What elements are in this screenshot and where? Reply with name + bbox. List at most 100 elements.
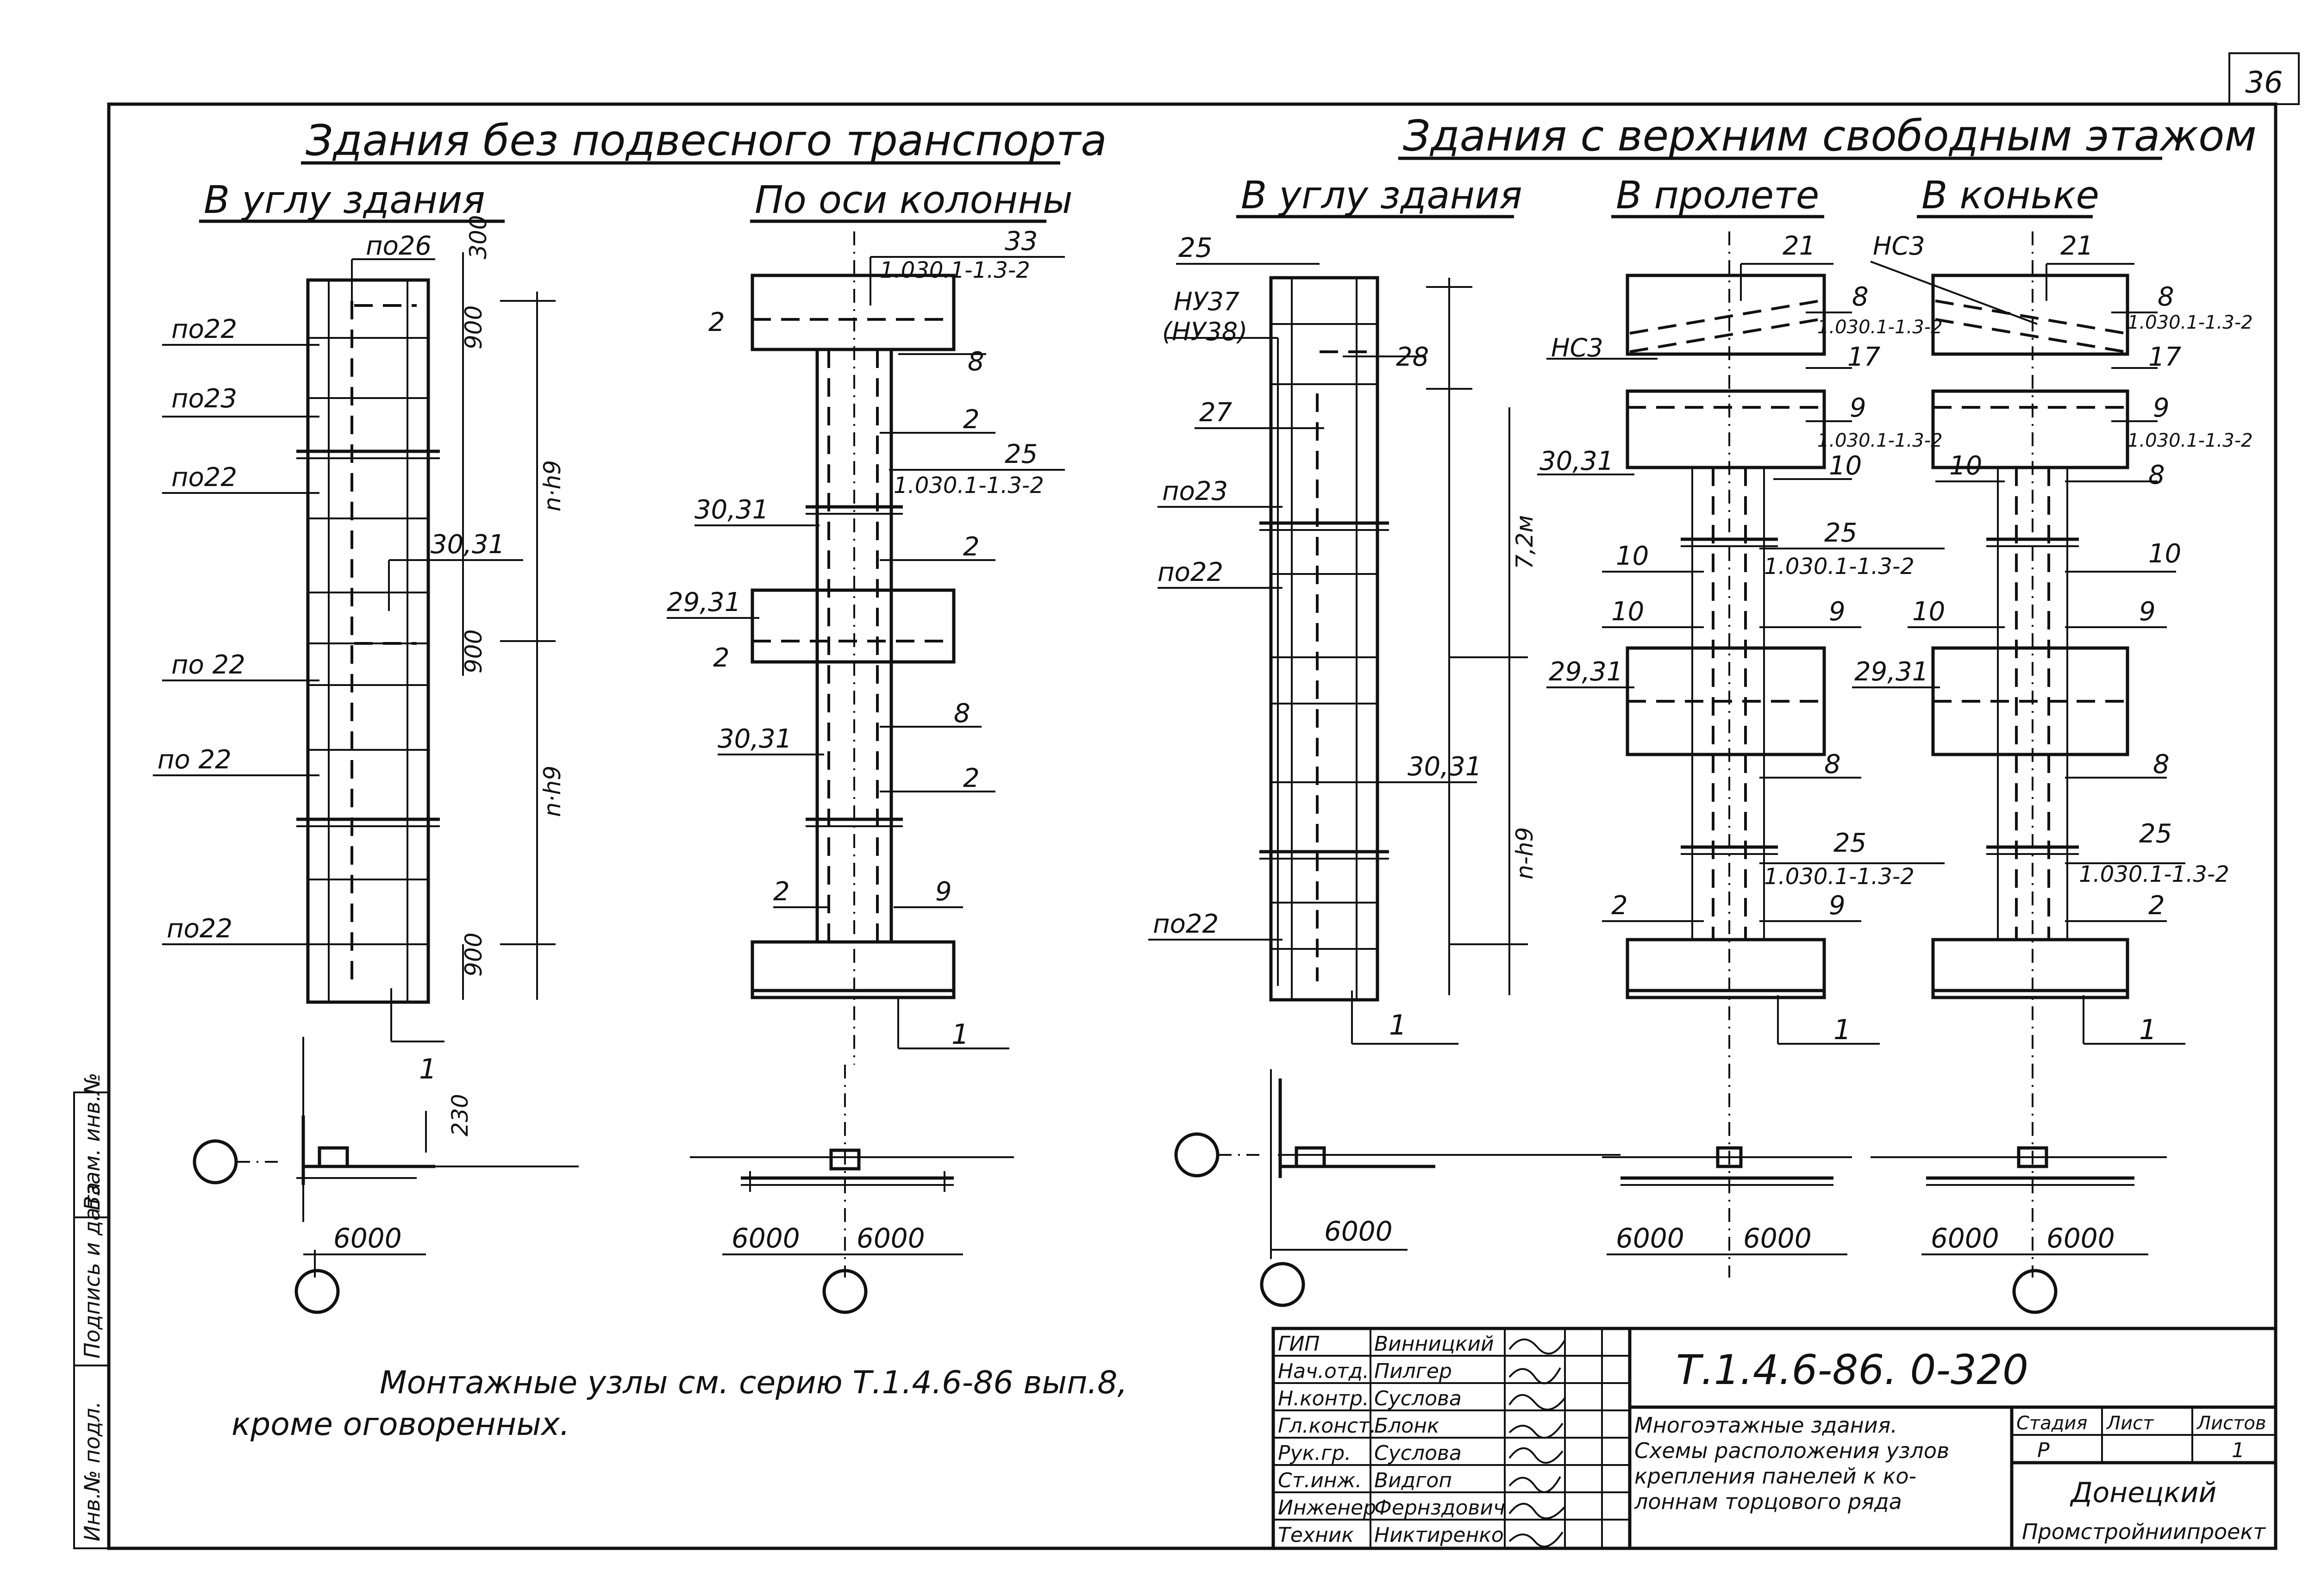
label-p023-a: по23 <box>171 384 237 414</box>
label-2-a2: 2 <box>963 405 980 435</box>
label-ns3-b: НС3 <box>1873 231 1925 261</box>
org-line1: Донецкий <box>2070 1477 2217 1509</box>
label-p022-b2: по22 <box>1153 909 1219 939</box>
label-9-c2: 9 <box>2139 597 2156 627</box>
label-10-d: 10 <box>1949 451 1982 481</box>
label-9-b2: 9 <box>1829 597 1846 627</box>
sheet-number-box <box>2228 52 2300 105</box>
label-25-c: 25 <box>1824 518 1857 548</box>
stage-value: Р <box>2037 1439 2050 1462</box>
label-2931-c: 29,31 <box>1854 657 1928 687</box>
stamp-inv: Инв.№ подл. <box>80 1401 105 1541</box>
series-span-1: 1.030.1-1.3-2 <box>1817 317 1943 338</box>
role-4: Рук.гр. <box>1278 1441 1351 1465</box>
dim-6000-b1: 6000 <box>1324 1216 1393 1247</box>
dim-900-a3: 900 <box>460 933 487 977</box>
heading-a-axis: По оси колонны <box>755 178 1073 222</box>
org-line2: Промстройниипроект <box>2022 1519 2266 1544</box>
heading-group-a: Здания без подвесного транспорта <box>306 116 1107 165</box>
label-2-b1: 2 <box>1611 891 1628 921</box>
dim-300-a1: 300 <box>465 215 492 259</box>
heading-group-b: Здания с верхним свободным этажом <box>1403 111 2257 161</box>
label-1-c: 1 <box>2139 1014 2157 1046</box>
name-2: Суслова <box>1374 1387 1462 1410</box>
title-line3: крепления панелей к ко- <box>1634 1464 1916 1489</box>
col-sheet: Лист <box>2106 1413 2154 1434</box>
elevation-b-ridge <box>1852 231 2185 1065</box>
name-0: Винницкий <box>1374 1332 1494 1356</box>
dim-6000-a2: 6000 <box>732 1222 800 1254</box>
sheet-number: 36 <box>2245 66 2283 100</box>
note-line2: кроме оговоренных. <box>232 1406 570 1443</box>
label-2-a1: 2 <box>708 307 725 337</box>
stamp-sign: Подпись и дата <box>80 1182 105 1359</box>
role-7: Техник <box>1278 1523 1354 1547</box>
label-1-a1: 1 <box>419 1053 437 1085</box>
label-10-b: 10 <box>1616 541 1649 571</box>
series-ridge-1: 1.030.1-1.3-2 <box>2127 312 2253 333</box>
name-4: Суслова <box>1374 1441 1462 1465</box>
label-p023-b: по23 <box>1162 476 1228 506</box>
label-9-c1: 9 <box>2153 393 2170 423</box>
label-p022-a1: по22 <box>171 314 237 344</box>
series-ridge-3: 1.030.1-1.3-2 <box>2079 861 2229 887</box>
dim-nh9-a1: n·h9 <box>539 460 566 511</box>
name-1: Пилгер <box>1374 1359 1452 1383</box>
elevation-b-span <box>1537 231 1945 1065</box>
label-25-e: 25 <box>2139 819 2172 849</box>
label-2931-b: 29,31 <box>1549 657 1623 687</box>
role-6: Инженер <box>1278 1496 1376 1520</box>
title-line2: Схемы расположения узлов <box>1634 1438 1949 1463</box>
title-line1: Многоэтажные здания. <box>1634 1413 1897 1438</box>
label-2-c1: 2 <box>2148 891 2165 921</box>
label-8-c2: 8 <box>2148 460 2165 490</box>
title-block <box>1271 1327 2277 1550</box>
name-6: Фернздович <box>1374 1496 1505 1520</box>
role-5: Ст.инж. <box>1278 1469 1362 1492</box>
label-8-a2: 8 <box>954 698 970 729</box>
label-8-b2: 8 <box>1824 749 1841 779</box>
label-3031-a: 30,31 <box>431 530 505 560</box>
sheet-frame <box>107 102 2277 1550</box>
heading-b-corner: В углу здания <box>1241 174 1522 218</box>
col-stage: Стадия <box>2016 1413 2087 1434</box>
label-2931-a: 29,31 <box>667 587 741 617</box>
series-span-3: 1.030.1-1.3-2 <box>1764 554 1915 580</box>
label-2-a6: 2 <box>773 877 790 907</box>
label-33: 33 <box>1005 226 1038 256</box>
label-10-f: 10 <box>1912 597 1945 627</box>
elevation-a-axis <box>667 231 1065 1065</box>
dim-6000-a3: 6000 <box>857 1222 925 1254</box>
label-9-a: 9 <box>935 877 952 907</box>
role-3: Гл.конст. <box>1278 1414 1376 1438</box>
label-1-b1: 1 <box>1389 1009 1407 1041</box>
col-sheets: Листов <box>2196 1413 2266 1434</box>
label-17-a: 17 <box>1847 342 1881 372</box>
label-2-a4: 2 <box>713 643 730 673</box>
label-3031-e: 30,31 <box>1539 446 1614 476</box>
dim-6000-c2: 6000 <box>2046 1222 2115 1254</box>
label-p022-a5: по22 <box>167 914 232 944</box>
heading-b-ridge: В коньке <box>1921 174 2099 218</box>
signatures <box>1508 1338 1566 1548</box>
label-3031-c: 30,31 <box>718 724 792 754</box>
label-1-b2: 1 <box>1833 1014 1851 1046</box>
series-a-axis-2: 1.030.1-1.3-2 <box>894 473 1044 499</box>
label-nu37: НУ37 <box>1174 287 1239 316</box>
label-9-b3: 9 <box>1829 891 1846 921</box>
dim-72: 7,2м <box>1511 515 1538 569</box>
heading-b-span: В пролете <box>1616 174 1819 218</box>
sheets-value: 1 <box>2232 1439 2245 1462</box>
label-9-b1: 9 <box>1850 393 1866 423</box>
label-1-a2: 1 <box>951 1018 969 1051</box>
label-25-b: 25 <box>1178 232 1213 263</box>
role-2: Н.контр. <box>1278 1387 1369 1410</box>
name-5: Видгоп <box>1374 1469 1452 1492</box>
heading-a-corner: В углу здания <box>204 178 485 222</box>
name-7: Никтиренко <box>1374 1523 1504 1547</box>
label-2-a5: 2 <box>963 763 980 793</box>
series-span-4: 1.030.1-1.3-2 <box>1764 864 1915 890</box>
label-p026: по26 <box>366 231 432 261</box>
series-span-2: 1.030.1-1.3-2 <box>1817 430 1943 451</box>
